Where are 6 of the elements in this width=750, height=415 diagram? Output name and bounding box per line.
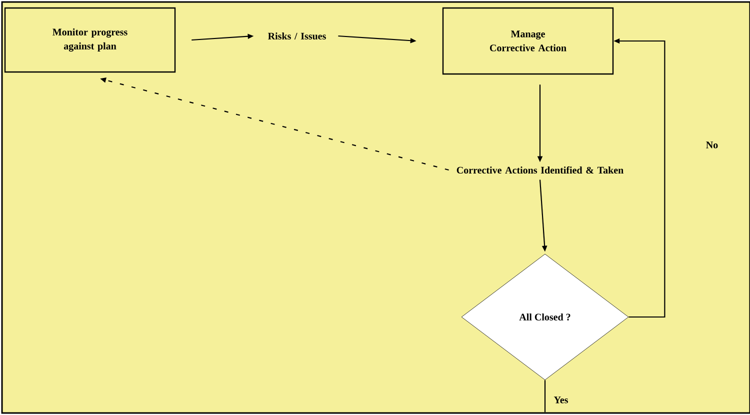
process-box: Manage Corrective Action [442, 7, 614, 75]
step-text: Risks / Issues [268, 32, 326, 40]
step-text: Corrective Actions Identified & Taken [456, 166, 624, 174]
process-box: Monitor progress against plan [4, 7, 176, 73]
edge-label: Yes [552, 394, 570, 406]
edge-label: No [704, 140, 720, 150]
